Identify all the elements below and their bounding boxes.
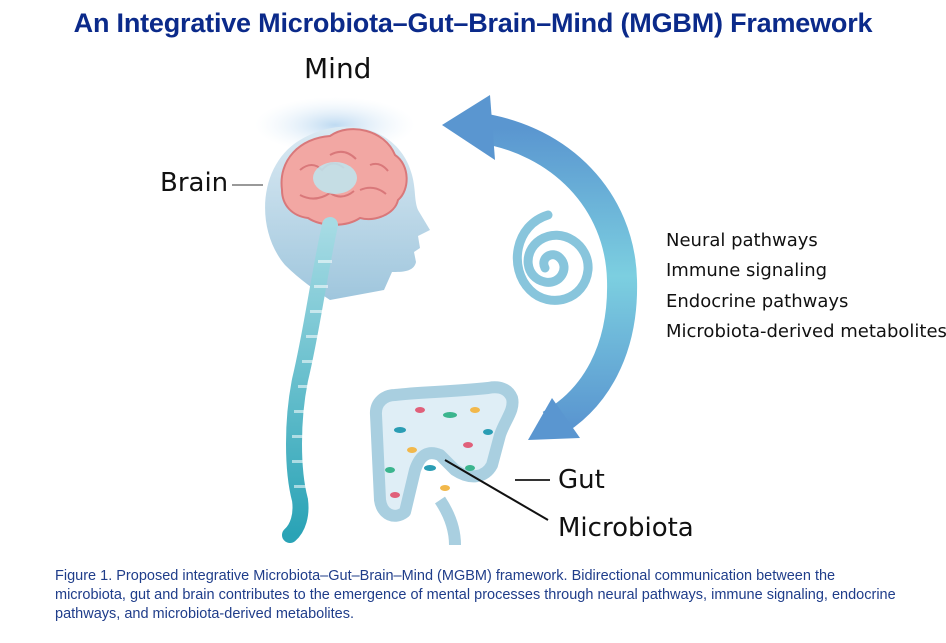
mind-label: Mind <box>304 52 372 85</box>
gut <box>369 381 519 546</box>
vertebrae <box>292 260 332 488</box>
pathway-immune: Immune signaling <box>666 260 828 281</box>
brain-core <box>313 162 357 194</box>
figure-caption: Figure 1. Proposed integrative Microbiot… <box>55 568 896 622</box>
brain-label: Brain <box>160 168 229 198</box>
microbiota-pointer <box>444 459 549 521</box>
figure-title: An Integrative Microbiota–Gut–Brain–Mind… <box>73 8 873 38</box>
microbiota-particles <box>385 407 493 498</box>
arrowhead-down <box>528 398 580 440</box>
arrowhead-up <box>442 95 495 160</box>
pathway-endocrine: Endocrine pathways <box>666 291 849 312</box>
pathway-metabolites: Microbiota-derived metabolites <box>666 321 946 342</box>
gut-label: Gut <box>558 465 605 495</box>
spiral <box>512 210 593 305</box>
pathway-neural: Neural pathways <box>666 230 818 251</box>
bidirectional-arrow <box>477 113 638 439</box>
spine <box>282 217 338 543</box>
microbiota-label: Microbiota <box>558 513 694 543</box>
